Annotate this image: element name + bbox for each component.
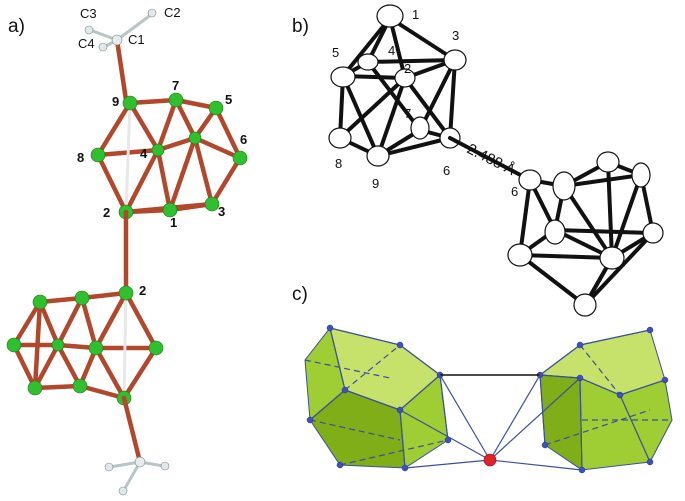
boron-ellipsoid-3: [443, 49, 467, 71]
boron-ellipsoid-lower-g: [599, 246, 625, 270]
panel-a-upper-cluster: 9 7 5 8 4 6 2 1 3: [77, 78, 248, 230]
boron-ellipsoid-2: [394, 68, 416, 88]
boron-atom-4: [151, 143, 165, 157]
boron-atom-lower-a: [74, 290, 90, 306]
atom-label-c3: C3: [80, 6, 97, 21]
boron-ellipsoid-8: [328, 127, 352, 149]
atom-label-c1: C1: [128, 32, 145, 47]
atom-label-6: 6: [240, 132, 247, 147]
boron-atom-2-lower: [118, 285, 134, 301]
boron-atom-lower-d: [51, 338, 65, 352]
atom-label-5: 5: [225, 92, 232, 107]
atom-label-3: 3: [218, 204, 225, 219]
panel-b-lower-cluster: 6: [507, 151, 664, 317]
panel-b-interlink-bond: [448, 136, 532, 182]
bond-length-label: 2.488 Å: [464, 140, 518, 179]
boron-atom-lower-h: [72, 378, 88, 394]
atom-label-b5: 5: [332, 45, 339, 60]
panel-c-linking-bonds: [399, 374, 583, 471]
atom-label-c4: C4: [78, 36, 95, 51]
boron-ellipsoid-1: [376, 4, 404, 28]
panel-c-right-polyhedron: [536, 326, 673, 474]
boron-atom-6: [232, 150, 248, 166]
panel-c-label: c): [292, 284, 308, 305]
hydrogen-atom-b: [160, 461, 170, 471]
atom-label-9: 9: [112, 94, 119, 109]
atom-label-c2: C2: [164, 5, 181, 20]
boron-atom-9: [122, 95, 138, 111]
atom-label-b1: 1: [412, 7, 419, 22]
boron-ellipsoid-9: [366, 145, 390, 167]
hydrogen-atom-c: [118, 486, 128, 496]
boron-ellipsoid-lower-c: [631, 162, 651, 188]
carbon-atom-lower: [134, 456, 146, 468]
boron-ellipsoid-7: [410, 116, 430, 140]
boron-ellipsoid-lower-a: [552, 171, 576, 201]
panel-b: b): [292, 4, 664, 317]
boron-atom-5: [208, 100, 224, 116]
atom-label-b6-prime: 6: [511, 184, 518, 199]
boron-ellipsoid-4: [357, 53, 379, 71]
carbon-atom-c2: [147, 8, 157, 18]
panel-b-upper-cluster: 1 3 5 4 2 7 8 9 6: [328, 4, 467, 191]
center-atom: [483, 453, 497, 467]
atom-label-b4: 4: [388, 43, 395, 58]
hydrogen-atom-a: [104, 462, 114, 472]
boron-ellipsoid-lower-h: [573, 293, 597, 317]
panel-b-label: b): [292, 16, 309, 37]
boron-ellipsoid-6-prime: [518, 169, 542, 191]
boron-atom-1: [162, 202, 178, 218]
boron-atom-3: [204, 196, 220, 212]
boron-atom-7: [168, 92, 184, 108]
atom-label-1: 1: [170, 215, 177, 230]
atom-label-b9: 9: [372, 176, 379, 191]
atom-label-2: 2: [103, 205, 110, 220]
atom-label-b7: 7: [404, 106, 411, 121]
atom-label-b6: 6: [443, 163, 450, 178]
boron-atom-lower-c: [6, 337, 22, 353]
carbon-atom-c3: [84, 25, 94, 35]
panel-a-bottom-substituent: [104, 395, 170, 496]
boron-ellipsoid-lower-f: [507, 243, 533, 267]
panel-a-label: a): [8, 16, 25, 37]
boron-ellipsoid-lower-e: [642, 222, 664, 244]
panel-c-left-polyhedron: [304, 324, 452, 472]
boron-ellipsoid-lower-b: [596, 151, 620, 173]
boron-atom-inner: [188, 131, 202, 145]
atom-label-2-lower: 2: [139, 283, 146, 298]
boron-ellipsoid-lower-d: [544, 219, 566, 245]
carbon-atom-c1: [111, 34, 123, 46]
panel-a-lower-cluster: 2: [6, 283, 164, 406]
carbon-atom-c4: [98, 42, 108, 52]
panel-a-top-substituent: C3 C2 C1 C4: [78, 5, 181, 103]
boron-atom-lower-f: [148, 340, 164, 356]
panel-c: c): [292, 284, 673, 474]
boron-atom-lower-g: [27, 380, 43, 396]
boron-ellipsoid-5: [330, 66, 356, 88]
atom-label-7: 7: [172, 78, 179, 93]
atom-label-8: 8: [77, 150, 84, 165]
boron-atom-8: [90, 147, 106, 163]
boron-atom-lower-b: [32, 294, 48, 310]
boron-atom-lower-e: [88, 340, 104, 356]
atom-label-b3: 3: [452, 28, 459, 43]
atom-label-b2: 2: [404, 61, 411, 76]
atom-label-b8: 8: [335, 156, 342, 171]
atom-label-4: 4: [140, 146, 148, 161]
panel-a: a) C3 C2 C1 C4: [6, 5, 248, 496]
